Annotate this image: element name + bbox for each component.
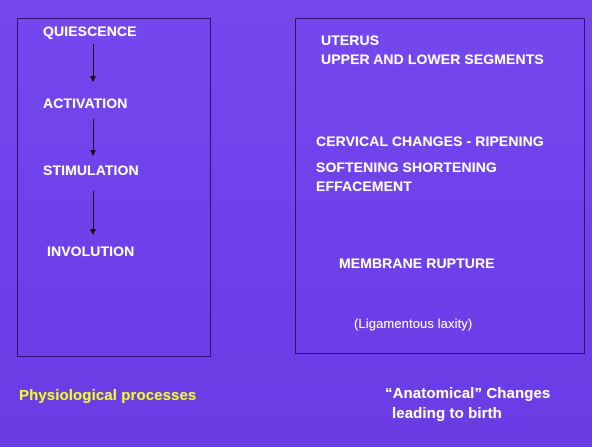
cervical-effacement: EFFACEMENT [316, 178, 412, 194]
ligamentous-laxity: (Ligamentous laxity) [354, 316, 473, 331]
stage-activation: ACTIVATION [43, 95, 128, 111]
arrow-down-icon [90, 119, 96, 156]
uterus-segments: UPPER AND LOWER SEGMENTS [321, 51, 544, 67]
stage-stimulation: STIMULATION [43, 162, 139, 178]
uterus-heading: UTERUS [321, 32, 380, 48]
cervical-softening: SOFTENING SHORTENING [316, 159, 497, 175]
anatomical-caption-line1: “Anatomical” Changes [385, 385, 551, 402]
arrow-down-icon [90, 191, 96, 235]
physiological-processes-box [17, 18, 211, 357]
stage-involution: INVOLUTION [47, 243, 135, 259]
stage-quiescence: QUIESCENCE [43, 23, 137, 39]
physiological-caption: Physiological processes [19, 387, 197, 404]
cervical-changes: CERVICAL CHANGES - RIPENING [316, 133, 544, 149]
anatomical-caption-line2: leading to birth [392, 405, 502, 422]
arrow-down-icon [90, 44, 96, 82]
membrane-rupture: MEMBRANE RUPTURE [339, 255, 495, 271]
anatomical-changes-box [295, 18, 585, 354]
